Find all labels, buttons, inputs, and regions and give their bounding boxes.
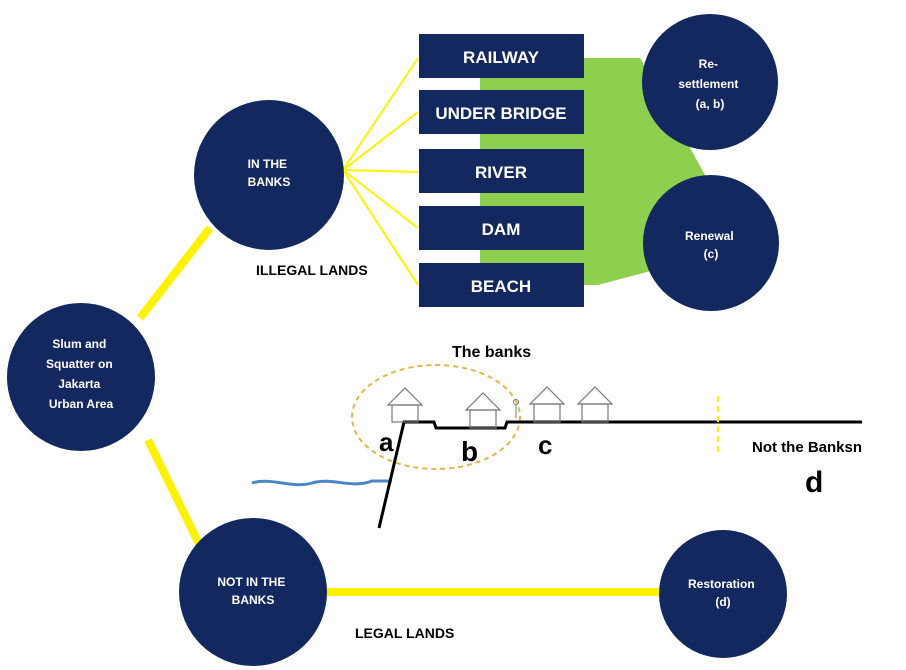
bank-type-box-under-bridge: UNDER BRIDGE	[419, 90, 584, 134]
house-icon	[576, 386, 614, 423]
not-the-banks-label: Not the Banksn	[752, 439, 862, 456]
zone-letter-b: b	[461, 436, 478, 467]
house-icon	[464, 392, 502, 429]
renewal-line: Renewal	[685, 229, 734, 243]
svg-text:Slum and Squatter on: Slum and Squatter on Jakarta Urban Area	[46, 337, 116, 411]
not-in-banks-line: NOT IN THE	[217, 575, 285, 589]
the-banks-label: The banks	[452, 344, 531, 361]
bank-type-box-dam: DAM	[419, 206, 584, 250]
renewal-circle: Renewal (c)	[643, 175, 779, 311]
resettlement-circle: Re- settlement (a, b)	[642, 14, 778, 150]
root-circle-line: Urban Area	[49, 397, 114, 411]
zone-letter-c: c	[538, 430, 552, 460]
ground-profile	[377, 420, 862, 529]
bank-type-label: RIVER	[475, 163, 527, 182]
resettlement-line: settlement	[678, 77, 738, 91]
restoration-circle: Restoration (d)	[659, 530, 787, 658]
resettlement-line: Re-	[699, 57, 718, 71]
svg-text:Renewal (c): Renewal (c)	[685, 229, 737, 261]
bank-type-box-beach: BEACH	[419, 263, 584, 307]
root-circle-line: Squatter on	[46, 357, 113, 371]
not-in-banks-circle: NOT IN THE BANKS	[179, 518, 327, 666]
in-banks-line: IN THE	[248, 157, 287, 171]
water-wave-icon	[251, 479, 392, 487]
house-icon	[386, 387, 424, 423]
bank-type-box-railway: RAILWAY	[419, 34, 584, 78]
root-circle-line: Jakarta	[58, 377, 100, 391]
renewal-line: (c)	[704, 247, 719, 261]
svg-text:NOT IN THE BANKS: NOT IN THE BANKS	[217, 575, 288, 607]
zone-letter-a: a	[379, 427, 394, 457]
illegal-lands-label: ILLEGAL LANDS	[256, 262, 368, 278]
svg-text:Re- settlement (a,: Re- settlement (a, b)	[678, 57, 741, 111]
bank-cross-section: a b c d	[251, 364, 862, 529]
restoration-line: Restoration	[688, 577, 755, 591]
not-in-banks-line: BANKS	[232, 593, 275, 607]
house-icon	[528, 386, 566, 423]
bank-type-label: RAILWAY	[463, 48, 540, 67]
connector-root-to-in-banks	[136, 225, 214, 321]
bank-type-label: DAM	[482, 220, 521, 239]
bank-type-box-river: RIVER	[419, 149, 584, 193]
in-banks-circle: IN THE BANKS	[194, 100, 344, 250]
bank-type-label: UNDER BRIDGE	[435, 104, 566, 123]
resettlement-line: (a, b)	[696, 97, 725, 111]
svg-text:Restoration (d): Restoration (d)	[688, 577, 758, 609]
connector-root-to-not-in-banks	[144, 438, 209, 558]
root-circle: Slum and Squatter on Jakarta Urban Area	[7, 303, 155, 451]
in-banks-line: BANKS	[248, 175, 291, 189]
fan-lines	[342, 57, 419, 286]
svg-text:IN THE BANKS: IN THE BANKS	[248, 157, 291, 189]
bank-type-label: BEACH	[471, 277, 531, 296]
legal-lands-label: LEGAL LANDS	[355, 625, 454, 641]
banks-dashed-ellipse	[351, 364, 521, 470]
zone-letter-d: d	[805, 466, 823, 499]
person-icon	[513, 399, 519, 418]
restoration-line: (d)	[715, 595, 730, 609]
root-circle-line: Slum and	[52, 337, 106, 351]
